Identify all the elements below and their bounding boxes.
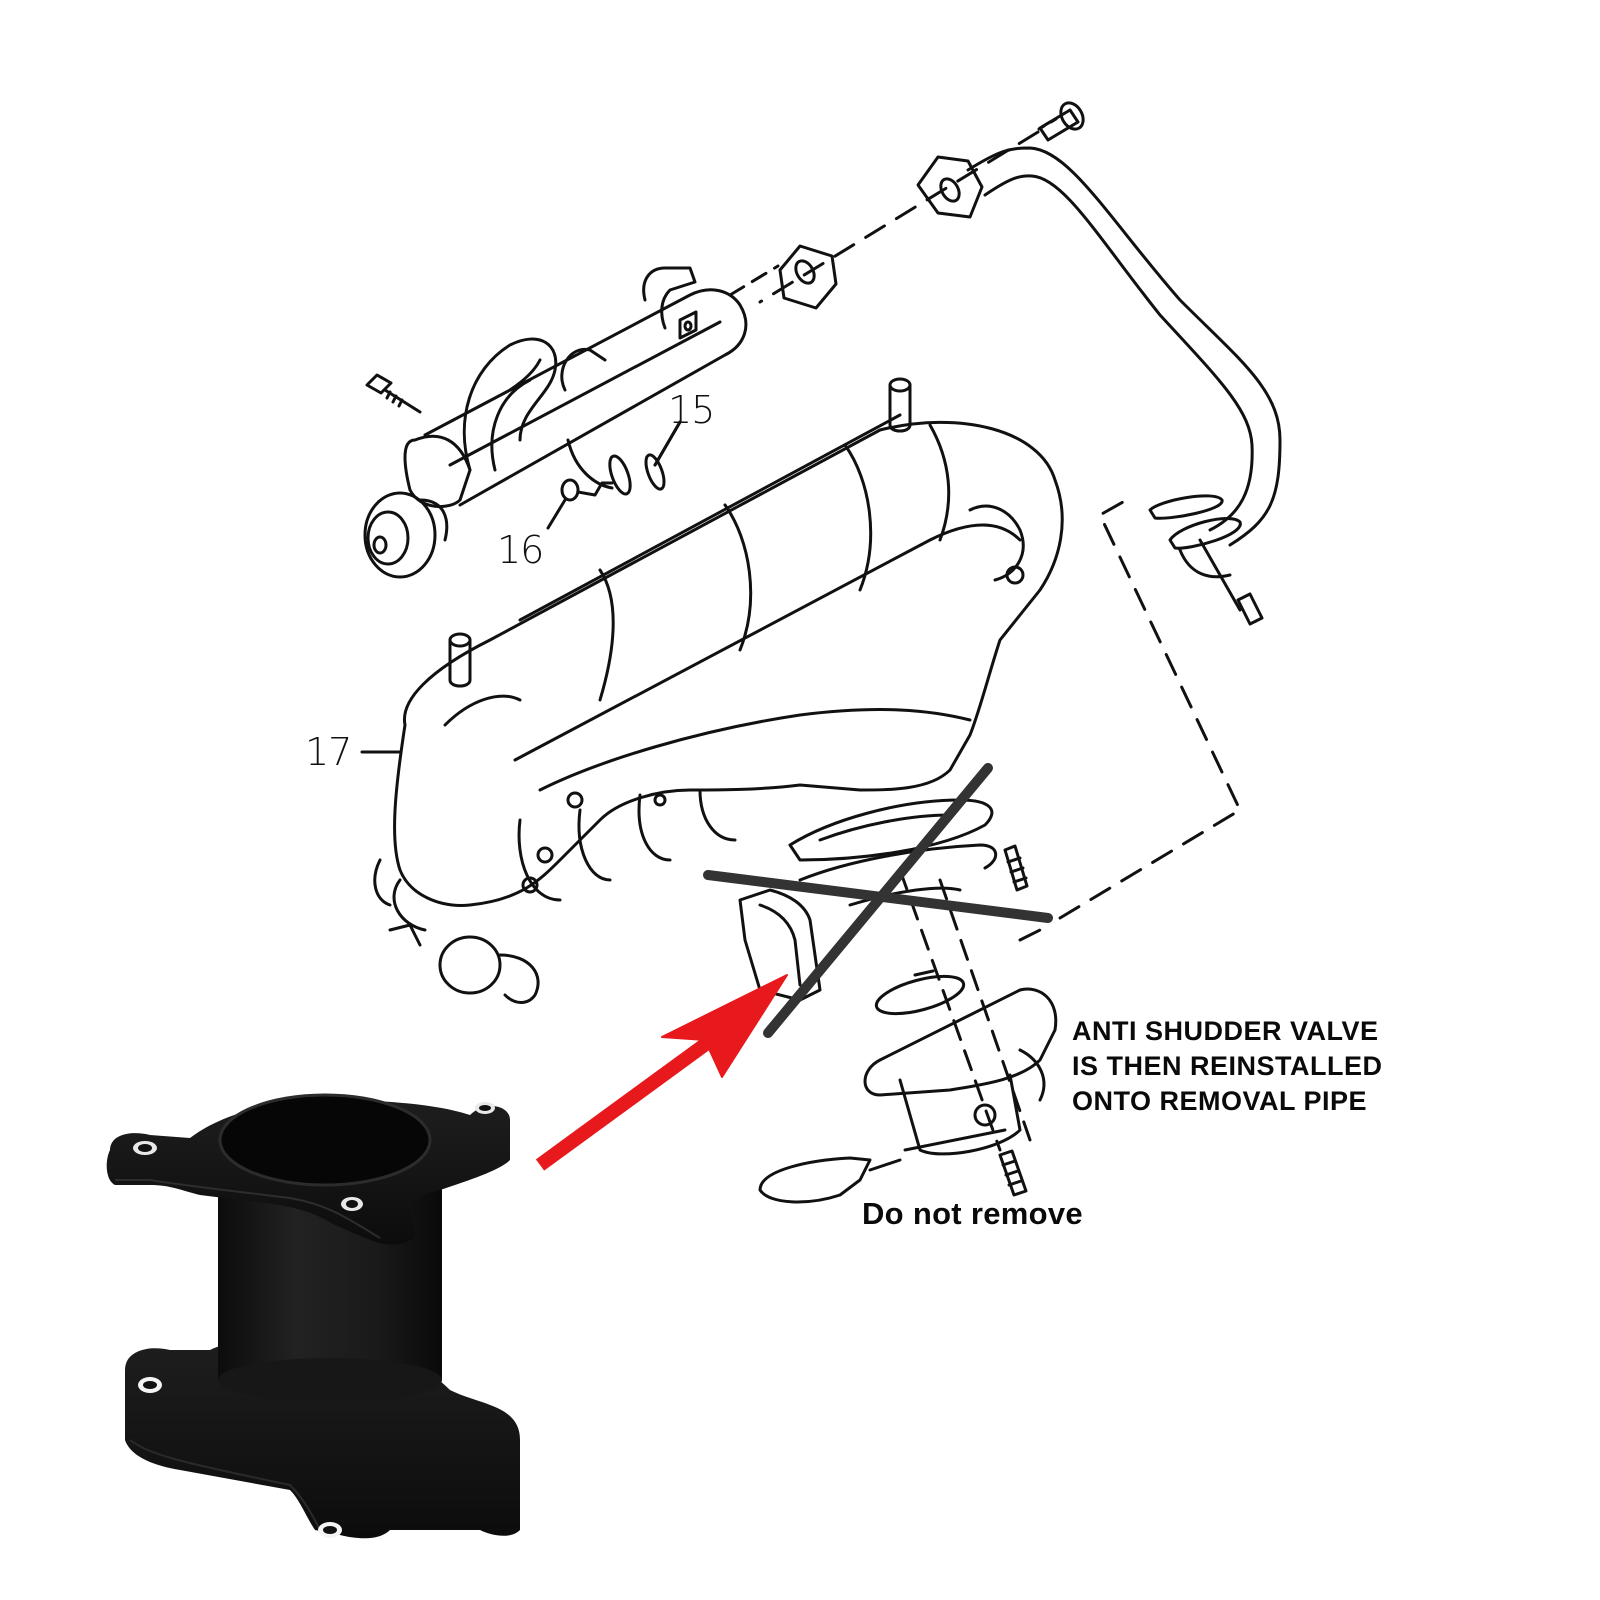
callout-label-16: 16 (497, 528, 544, 572)
callout-label-15: 15 (668, 388, 715, 432)
upper-flange-icon (916, 155, 984, 219)
left-bolt-icon (365, 373, 422, 414)
instruction-note: ANTI SHUDDER VALVE IS THEN REINSTALLED O… (1072, 1014, 1383, 1119)
instruction-line-3: ONTO REMOVAL PIPE (1072, 1086, 1368, 1116)
nut-16-icon (560, 478, 580, 502)
instruction-line-2: IS THEN REINSTALLED (1072, 1051, 1383, 1081)
flange-bolt-icon (1003, 844, 1029, 892)
red-arrow-icon (535, 974, 788, 1171)
gasket-icon (778, 244, 838, 310)
do-not-remove-label: Do not remove (862, 1196, 1083, 1231)
egr-cooler-assembly (363, 266, 748, 579)
anti-shudder-valve-drawing (758, 969, 1058, 1204)
x-cross-out-icon (703, 763, 1053, 1038)
anti-shudder-valve-removal-pipe-photo (106, 1093, 520, 1539)
instruction-line-1: ANTI SHUDDER VALVE (1072, 1016, 1379, 1046)
intake-manifold-17 (373, 377, 1064, 1004)
pipe-clamp-icon (1148, 494, 1264, 626)
flange-gasket-stack (738, 798, 1032, 1152)
callout-leader-15 (653, 420, 682, 467)
ring-15b-icon (644, 453, 666, 491)
dashed-bracket (1018, 496, 1242, 942)
callout-label-17: 17 (305, 730, 352, 774)
ring-15a-icon (608, 454, 632, 496)
egr-bend-pipe (966, 146, 1282, 547)
dashed-guide-line-top (758, 130, 1040, 304)
top-bolt-icon (1037, 101, 1085, 142)
